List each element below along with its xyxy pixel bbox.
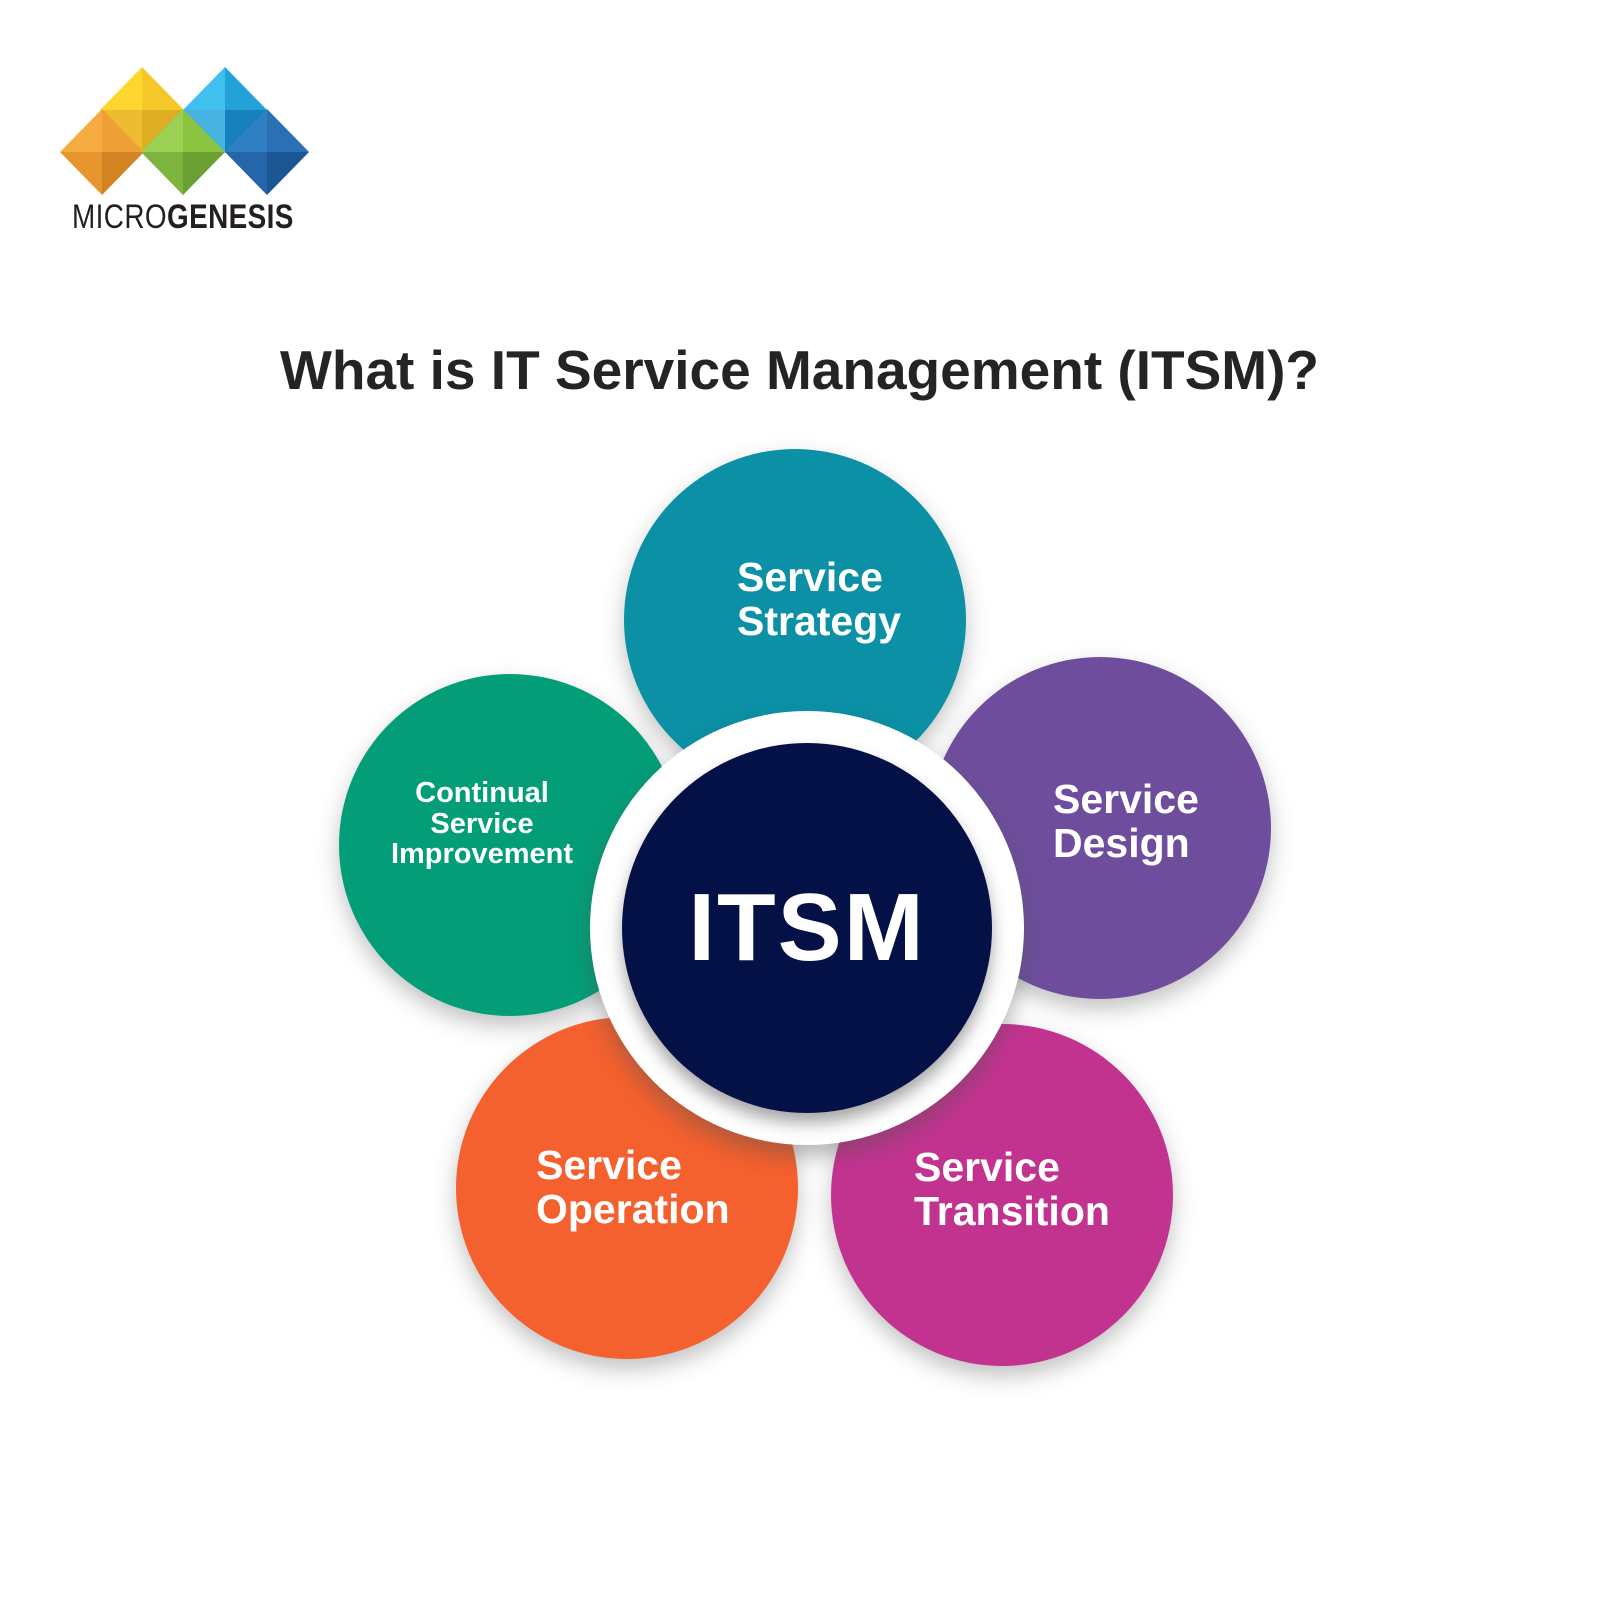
logo-mark-icon — [60, 67, 309, 195]
petal-service-transition-label: Service Transition — [914, 1144, 1110, 1235]
hub-ring: ITSM — [590, 711, 1024, 1145]
page-title: What is IT Service Management (ITSM)? — [279, 339, 1320, 401]
hub-label: ITSM — [688, 874, 926, 981]
microgenesis-logo: MICROGENESIS — [55, 60, 335, 245]
logo-wordmark: MICROGENESIS — [72, 198, 294, 237]
logo-text-micro: MICRO — [72, 198, 167, 236]
hub-core-circle: ITSM — [622, 743, 992, 1113]
petal-service-design-label: Service Design — [1053, 776, 1199, 867]
petal-service-strategy-label: Service Strategy — [737, 554, 902, 645]
petal-service-operation-label: Service Operation — [536, 1142, 730, 1233]
petal-continual-service-improvement-label: Continual Service Improvement — [390, 777, 574, 871]
petal-service-operation: Service Operation — [456, 1017, 798, 1359]
logo-text-genesis: GENESIS — [166, 198, 294, 236]
